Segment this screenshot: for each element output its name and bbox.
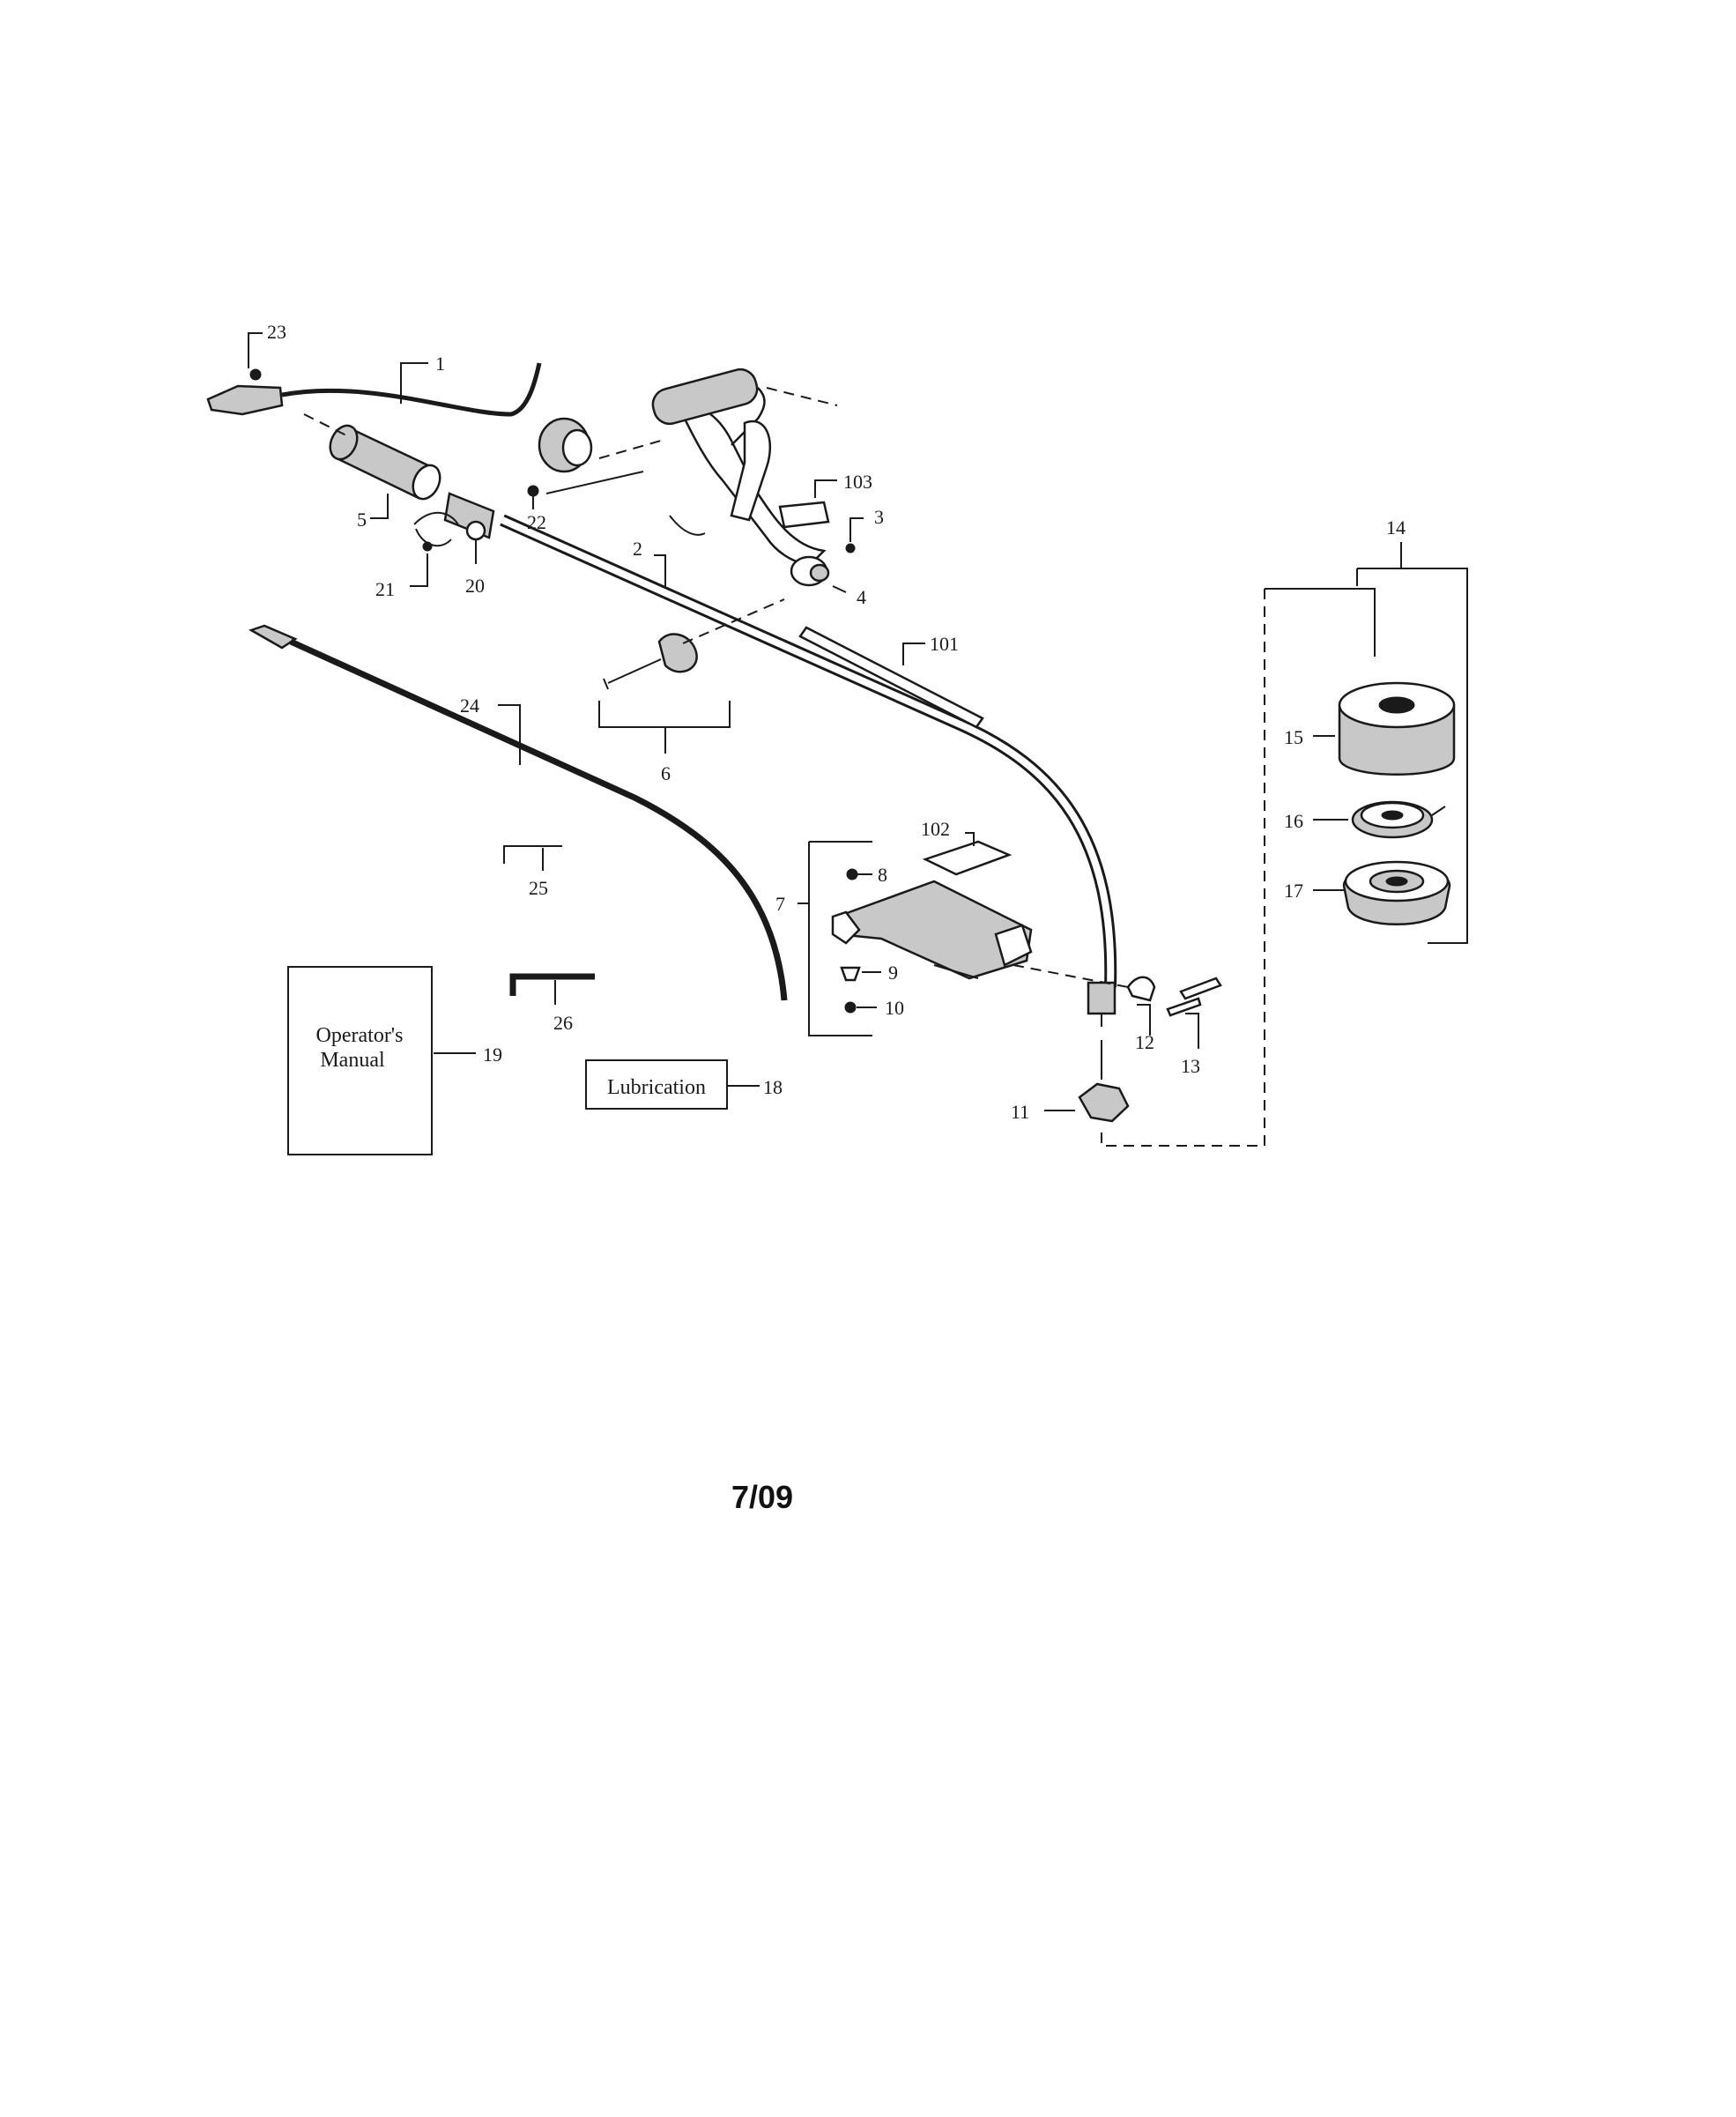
callout-7: 7	[775, 893, 785, 915]
front-handle-assembly	[545, 368, 838, 587]
callout-11: 11	[1011, 1101, 1029, 1123]
part-ring	[538, 417, 662, 473]
part-16-spool	[1313, 800, 1446, 839]
part-24-flex-drive-shaft	[248, 624, 788, 1001]
callout-102: 102	[921, 818, 950, 840]
callout-14: 14	[1386, 516, 1406, 539]
part-25-hex-key	[503, 845, 562, 871]
part-1-throttle-cable	[206, 362, 542, 417]
part-6-knob-bolt	[598, 598, 785, 754]
part-11-nut	[1044, 1040, 1130, 1123]
part-26-hex-key	[509, 973, 595, 1005]
callout-13: 13	[1181, 1055, 1200, 1077]
part-5-grip	[303, 413, 441, 519]
callout-9: 9	[888, 962, 898, 984]
part-14-trimmer-head-bracket	[1101, 542, 1468, 1147]
part-9-nut	[840, 966, 881, 982]
part-4-nut	[832, 585, 847, 593]
shaft-arbor	[1087, 981, 1117, 1027]
part-2-drive-shaft-housing	[500, 514, 1117, 988]
callout-6: 6	[661, 762, 671, 784]
callout-15: 15	[1284, 726, 1303, 748]
manual-title-line2: Manual	[320, 1049, 385, 1072]
callout-103: 103	[843, 471, 872, 493]
callout-8: 8	[878, 864, 887, 886]
callout-23: 23	[267, 321, 286, 343]
part-13-screw	[1166, 977, 1222, 1049]
part-3-screw	[845, 517, 864, 553]
manual-title-line1: Operator's	[316, 1024, 404, 1047]
part-21-screw	[410, 541, 433, 587]
callout-12: 12	[1135, 1031, 1154, 1053]
callout-26: 26	[553, 1012, 573, 1034]
callout-24: 24	[460, 695, 479, 717]
callout-3: 3	[874, 506, 884, 528]
part-7-guard-bracket	[798, 841, 1033, 1036]
part-101-bar	[798, 626, 984, 729]
part-103-decal	[778, 479, 837, 529]
callout-19: 19	[483, 1044, 502, 1066]
callout-4: 4	[857, 586, 866, 608]
part-22-screw	[527, 485, 539, 509]
callout-22: 22	[527, 511, 546, 533]
callout-16: 16	[1284, 810, 1303, 832]
callout-2: 2	[633, 538, 642, 560]
callout-101: 101	[930, 633, 959, 655]
callout-21: 21	[375, 578, 395, 600]
callout-20: 20	[465, 575, 485, 597]
callout-5: 5	[357, 509, 367, 531]
part-10-washer	[844, 1001, 877, 1014]
lubrication-label: Lubrication	[607, 1076, 706, 1099]
page-date: 7/09	[731, 1479, 794, 1515]
part-12-clamp	[1013, 964, 1156, 1036]
part-19-operators-manual	[287, 966, 476, 1155]
part-102-decal	[922, 832, 1013, 876]
callout-25: 25	[529, 877, 548, 899]
part-20-trigger-housing	[413, 492, 495, 564]
callout-10: 10	[885, 997, 904, 1019]
callout-17: 17	[1284, 880, 1303, 902]
part-15-spool-housing	[1313, 681, 1456, 776]
part-23-screw	[248, 332, 263, 381]
callout-labels: 23 1 5 22 21 20 2 103 3 4 101 6 24 25 26…	[267, 321, 1406, 1123]
part-8-screw	[846, 868, 872, 880]
callout-1: 1	[435, 353, 445, 375]
callout-18: 18	[763, 1076, 783, 1098]
part-17-base	[1313, 860, 1451, 925]
part-18-lubrication	[585, 1059, 760, 1110]
